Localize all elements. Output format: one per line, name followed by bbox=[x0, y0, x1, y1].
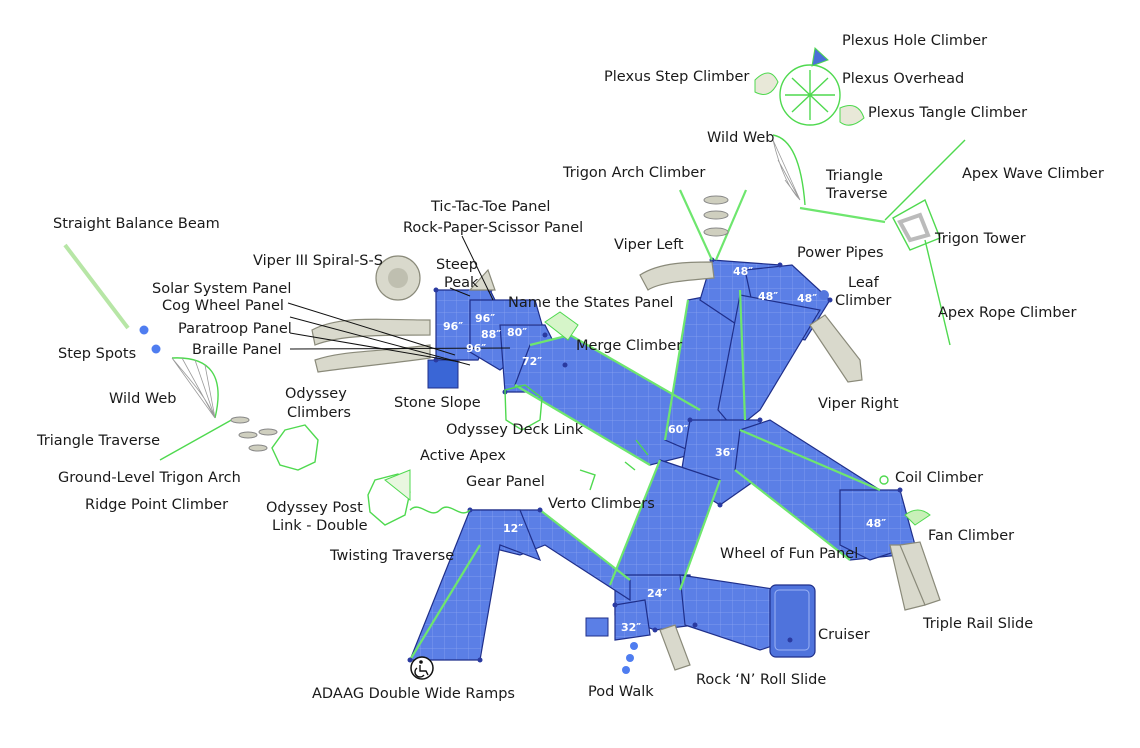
label-odyssey-post-link-2: Link - Double bbox=[272, 518, 368, 534]
label-plexus-tangle-climber: Plexus Tangle Climber bbox=[868, 105, 1027, 121]
label-active-apex: Active Apex bbox=[420, 448, 506, 464]
deck-height-96-left: 96″ bbox=[443, 320, 463, 333]
deck-height-96-top: 96″ bbox=[475, 312, 495, 325]
accessibility-icon bbox=[410, 656, 434, 680]
deck-height-48-right: 48″ bbox=[797, 292, 817, 305]
slides bbox=[311, 255, 941, 671]
deck-heights: 48″ 48″ 48″ 96″ 96″ 88″ 80″ 96″ 72″ 60″ … bbox=[443, 265, 886, 634]
deck-height-48-mid: 48″ bbox=[758, 290, 778, 303]
label-stone-slope: Stone Slope bbox=[394, 395, 481, 411]
label-adaag-double-wide-ramps: ADAAG Double Wide Ramps bbox=[312, 686, 515, 702]
label-odyssey-deck-link: Odyssey Deck Link bbox=[446, 422, 584, 438]
label-plexus-overhead: Plexus Overhead bbox=[842, 71, 964, 87]
deck-height-24: 24″ bbox=[647, 587, 667, 600]
deck-height-48-top: 48″ bbox=[733, 265, 753, 278]
label-cruiser: Cruiser bbox=[818, 627, 870, 643]
label-apex-rope-climber: Apex Rope Climber bbox=[938, 305, 1076, 321]
label-odyssey-climbers-2: Climbers bbox=[287, 405, 351, 421]
label-tic-tac-toe-panel: Tic-Tac-Toe Panel bbox=[430, 199, 550, 215]
label-odyssey-climbers-1: Odyssey bbox=[285, 386, 347, 402]
label-wheel-of-fun-panel: Wheel of Fun Panel bbox=[720, 546, 858, 562]
label-rock-paper-scissor-panel: Rock-Paper-Scissor Panel bbox=[403, 220, 583, 236]
label-viper-left: Viper Left bbox=[614, 237, 684, 253]
label-odyssey-post-link-1: Odyssey Post bbox=[266, 500, 363, 516]
deck-height-88: 88″ bbox=[481, 328, 501, 341]
label-paratroop-panel: Paratroop Panel bbox=[178, 321, 292, 337]
label-plexus-step-climber: Plexus Step Climber bbox=[604, 69, 749, 85]
deck-edges bbox=[409, 289, 881, 661]
deck-height-96-low: 96″ bbox=[466, 342, 486, 355]
label-steep-peak-2: Peak bbox=[444, 275, 479, 291]
label-pod-walk: Pod Walk bbox=[588, 684, 654, 700]
label-leaf-climber-1: Leaf bbox=[848, 275, 880, 291]
deck-height-32: 32″ bbox=[621, 621, 641, 634]
label-name-the-states-panel: Name the States Panel bbox=[508, 295, 673, 311]
label-twisting-traverse: Twisting Traverse bbox=[329, 548, 454, 564]
label-triangle-traverse-left: Triangle Traverse bbox=[36, 433, 160, 449]
label-fan-climber: Fan Climber bbox=[928, 528, 1014, 544]
label-viper-right: Viper Right bbox=[818, 396, 899, 412]
deck-structure bbox=[409, 259, 916, 661]
label-verto-climbers: Verto Climbers bbox=[548, 496, 655, 512]
label-trigon-arch-climber: Trigon Arch Climber bbox=[562, 165, 705, 181]
label-viper-spiral: Viper III Spiral-S-S bbox=[253, 253, 383, 269]
label-solar-system-panel: Solar System Panel bbox=[152, 281, 291, 297]
label-wild-web-left: Wild Web bbox=[109, 391, 177, 407]
label-trigon-tower: Trigon Tower bbox=[934, 231, 1026, 247]
leader-lines bbox=[287, 235, 511, 366]
climbers bbox=[63, 47, 966, 674]
label-rock-n-roll-slide: Rock ‘N’ Roll Slide bbox=[696, 672, 826, 688]
label-wild-web-top: Wild Web bbox=[707, 130, 775, 146]
label-apex-wave-climber: Apex Wave Climber bbox=[962, 166, 1104, 182]
label-steep-peak-1: Steep bbox=[436, 257, 478, 273]
deck-height-48-far-right: 48″ bbox=[866, 517, 886, 530]
label-braille-panel: Braille Panel bbox=[192, 342, 282, 358]
deck-height-12: 12″ bbox=[503, 522, 523, 535]
label-leaf-climber-2: Climber bbox=[835, 293, 891, 309]
deck-height-36: 36″ bbox=[715, 446, 735, 459]
label-merge-climber: Merge Climber bbox=[576, 338, 682, 354]
deck-height-72: 72″ bbox=[522, 355, 542, 368]
label-triple-rail-slide: Triple Rail Slide bbox=[922, 616, 1033, 632]
label-gear-panel: Gear Panel bbox=[466, 474, 545, 490]
label-step-spots: Step Spots bbox=[58, 346, 136, 362]
component-labels: Plexus Hole Climber Plexus Step Climber … bbox=[36, 33, 1104, 702]
label-plexus-hole-climber: Plexus Hole Climber bbox=[842, 33, 987, 49]
label-power-pipes: Power Pipes bbox=[797, 245, 884, 261]
label-ridge-point-climber: Ridge Point Climber bbox=[85, 497, 228, 513]
label-ground-level-trigon-arch: Ground-Level Trigon Arch bbox=[58, 470, 241, 486]
deck-height-60: 60″ bbox=[668, 423, 688, 436]
deck-height-80: 80″ bbox=[507, 326, 527, 339]
label-coil-climber: Coil Climber bbox=[895, 470, 983, 486]
label-straight-balance-beam: Straight Balance Beam bbox=[53, 216, 220, 232]
label-cog-wheel-panel: Cog Wheel Panel bbox=[162, 298, 284, 314]
label-triangle-traverse-top-2: Traverse bbox=[825, 186, 888, 202]
label-triangle-traverse-top-1: Triangle bbox=[825, 168, 883, 184]
